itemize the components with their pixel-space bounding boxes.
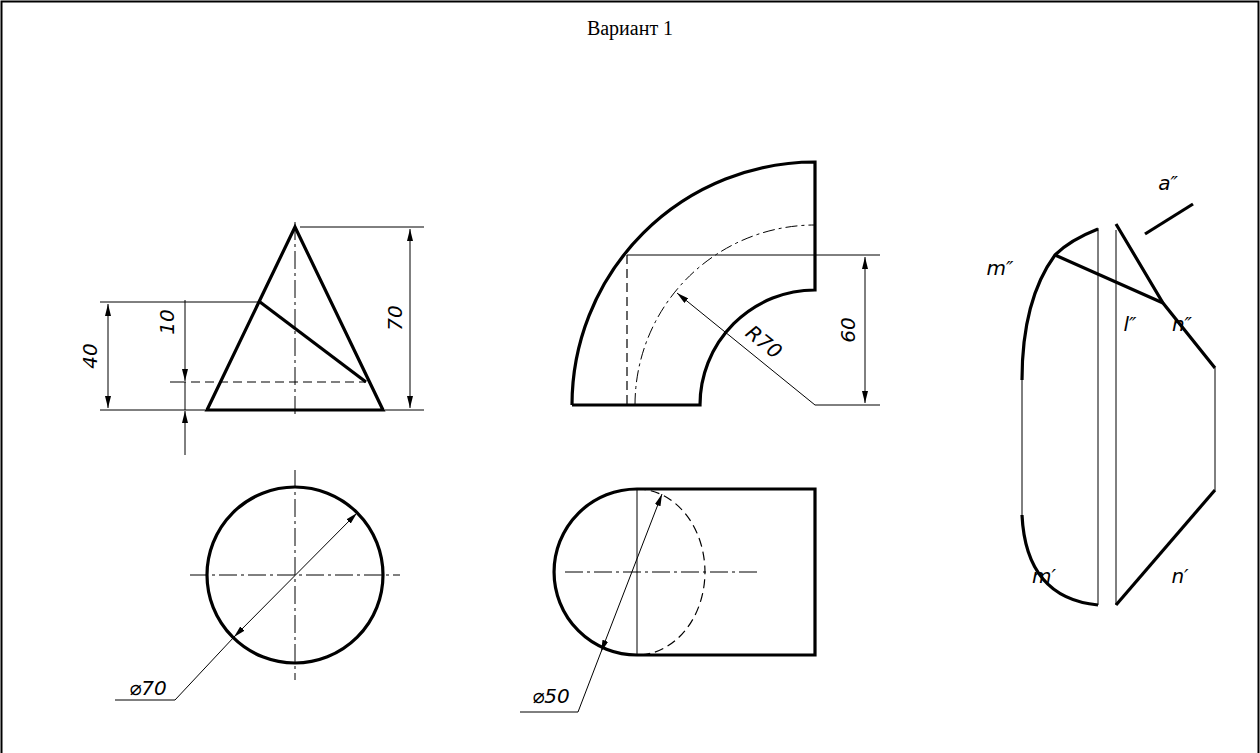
dimension-value: 10: [157, 309, 177, 334]
elbow-front-view: [572, 162, 880, 405]
point-label: l″: [1123, 314, 1136, 334]
section-figure: [1022, 204, 1215, 605]
dimension-value: R70: [742, 322, 785, 362]
sheet-title: Вариант 1: [587, 18, 673, 38]
dimension-value: 60: [838, 317, 858, 342]
point-label: n′: [1171, 566, 1188, 586]
cone-top-view: [115, 470, 400, 700]
point-label: a″: [1158, 173, 1178, 193]
dimension-value: ⌀50: [532, 686, 570, 706]
dimension-value: 40: [80, 343, 100, 368]
elbow-top-view: [520, 489, 815, 712]
dimension-value: 70: [385, 305, 405, 330]
dimension-value: ⌀70: [129, 678, 167, 698]
point-label: n″: [1172, 314, 1192, 334]
cone-front-view: [100, 222, 424, 455]
point-label: m′: [1032, 566, 1056, 586]
point-label: m″: [987, 258, 1014, 278]
